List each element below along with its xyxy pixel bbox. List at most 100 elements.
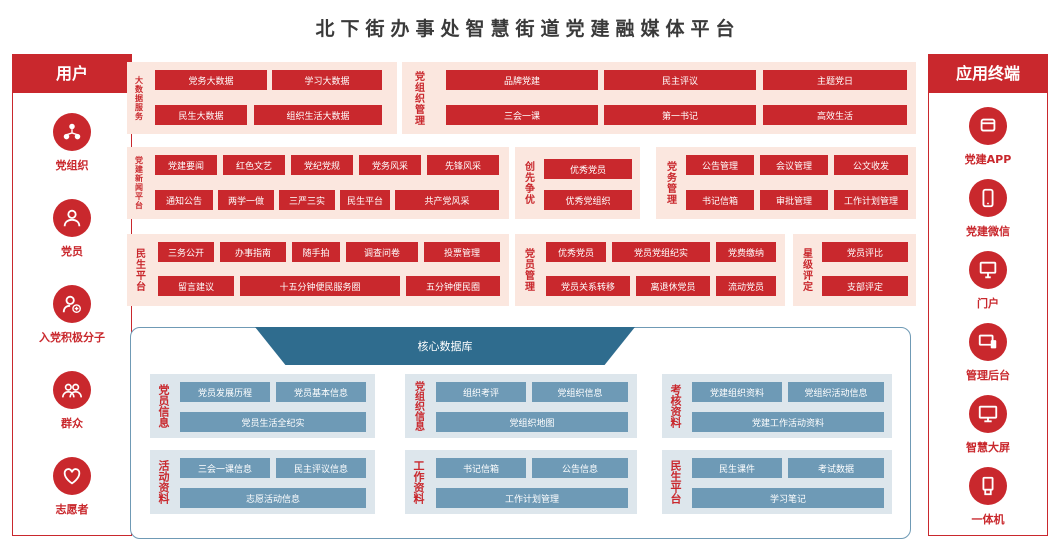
party-building-button[interactable]: 主题党日 [763,70,907,90]
affairs-button[interactable]: 公文收发 [834,155,908,175]
evaluation-button[interactable]: 支部评定 [822,276,908,296]
assessment-button[interactable]: 党建组织资料 [692,382,782,402]
livelihood-data-button[interactable]: 民生课件 [692,458,782,478]
terminal-item-screen[interactable]: 智慧大屏 [929,395,1047,455]
activity-button[interactable]: 志愿活动信息 [180,488,366,508]
affairs-button[interactable]: 书记信箱 [686,190,754,210]
assessment-button[interactable]: 党建工作活动资料 [692,412,884,432]
core-database-banner: 核心数据库 [255,327,635,365]
livelihood-button[interactable]: 随手拍 [292,242,340,262]
user-item-label: 入党积极分子 [39,331,105,344]
livelihood-data-button[interactable]: 学习笔记 [692,488,884,508]
livelihood-data-label: 民生平台 [669,460,682,504]
member-info-label: 党员信息 [157,384,170,428]
terminal-panel-header: 应用终端 [929,55,1047,93]
org-info-button[interactable]: 组织考评 [436,382,526,402]
livelihood-data-button[interactable]: 考试数据 [788,458,884,478]
assessment-label: 考核资料 [669,384,682,428]
user-item-masses[interactable]: 群众 [13,371,131,431]
livelihood-button[interactable]: 投票管理 [424,242,500,262]
screen-icon [978,405,998,423]
member-mgmt-button[interactable]: 离退休党员 [636,276,710,296]
member-info-button[interactable]: 党员基本信息 [276,382,366,402]
user-item-label: 党员 [61,245,83,258]
big-data-button[interactable]: 学习大数据 [272,70,382,90]
group-icon [62,383,82,398]
news-button[interactable]: 民生平台 [340,190,390,210]
news-button[interactable]: 三严三实 [279,190,335,210]
news-button[interactable]: 党务风采 [359,155,421,175]
user-item-label: 志愿者 [55,503,89,516]
member-mgmt-button[interactable]: 党员党组纪实 [612,242,710,262]
terminal-item-label: 管理后台 [966,369,1010,382]
party-building-button[interactable]: 第一书记 [604,105,756,125]
work-button[interactable]: 公告信息 [532,458,628,478]
evaluation-button[interactable]: 党员评比 [822,242,908,262]
news-button[interactable]: 共产党风采 [395,190,499,210]
big-data-button[interactable]: 组织生活大数据 [254,105,382,125]
news-button[interactable]: 先锋风采 [427,155,499,175]
terminal-item-label: 智慧大屏 [966,441,1010,454]
user-item-activist[interactable]: 入党积极分子 [13,285,131,345]
news-button[interactable]: 红色文艺 [223,155,285,175]
user-item-member[interactable]: 党员 [13,199,131,259]
activity-button[interactable]: 民主评议信息 [276,458,366,478]
party-building-label: 党组织管理 [412,70,424,126]
terminal-item-portal[interactable]: 门户 [929,251,1047,311]
news-button[interactable]: 党纪党规 [291,155,353,175]
affairs-button[interactable]: 会议管理 [760,155,828,175]
party-building-button[interactable]: 品牌党建 [446,70,598,90]
work-button[interactable]: 工作计划管理 [436,488,628,508]
livelihood-button[interactable]: 五分钟便民圈 [406,276,500,296]
news-button[interactable]: 通知公告 [155,190,213,210]
member-mgmt-button[interactable]: 党员关系转移 [546,276,630,296]
terminal-item-wechat[interactable]: 党建微信 [929,179,1047,239]
affairs-button[interactable]: 审批管理 [760,190,828,210]
affairs-button[interactable]: 公告管理 [686,155,754,175]
activity-label: 活动资料 [157,460,170,504]
org-info-button[interactable]: 党组织地图 [436,412,628,432]
evaluation-label: 星级评定 [800,248,812,292]
innovation-button[interactable]: 优秀党组织 [544,190,632,210]
terminal-item-app[interactable]: 党建APP [929,107,1047,167]
livelihood-label: 民生平台 [133,248,145,292]
terminal-item-label: 党建APP [964,153,1012,166]
terminal-item-kiosk[interactable]: 一体机 [929,467,1047,527]
member-info-button[interactable]: 党员发展历程 [180,382,270,402]
livelihood-button[interactable]: 三务公开 [158,242,214,262]
news-button[interactable]: 党建要闻 [155,155,217,175]
livelihood-button[interactable]: 留言建议 [158,276,234,296]
activity-button[interactable]: 三会一课信息 [180,458,270,478]
livelihood-button[interactable]: 调查问卷 [346,242,418,262]
affairs-button[interactable]: 工作计划管理 [834,190,908,210]
org-info-label: 党组织信息 [412,381,424,431]
party-building-button[interactable]: 高效生活 [763,105,907,125]
innovation-label: 创先争优 [522,161,534,205]
user-item-label: 群众 [61,417,83,430]
member-mgmt-button[interactable]: 党费缴纳 [716,242,776,262]
user-item-volunteer[interactable]: 志愿者 [13,457,131,517]
terminal-item-label: 党建微信 [966,225,1010,238]
terminal-item-admin[interactable]: 管理后台 [929,323,1047,383]
assessment-button[interactable]: 党组织活动信息 [788,382,884,402]
user-item-organization[interactable]: 党组织 [13,113,131,173]
member-mgmt-button[interactable]: 优秀党员 [546,242,606,262]
news-label: 党建新闻平台 [134,156,144,210]
big-data-button[interactable]: 民生大数据 [155,105,247,125]
user-panel: 用户 党组织 党员 入党积极分子 群众 志愿者 [12,54,132,536]
livelihood-button[interactable]: 十五分钟便民服务圈 [240,276,400,296]
big-data-button[interactable]: 党务大数据 [155,70,267,90]
member-mgmt-button[interactable]: 流动党员 [716,276,776,296]
innovation-button[interactable]: 优秀党员 [544,159,632,179]
party-building-button[interactable]: 民主评议 [604,70,756,90]
user-item-label: 党组织 [55,159,89,172]
party-building-button[interactable]: 三会一课 [446,105,598,125]
person-plus-icon [62,295,81,313]
org-info-button[interactable]: 党组织信息 [532,382,628,402]
app-icon [980,118,996,132]
work-button[interactable]: 书记信箱 [436,458,526,478]
member-info-button[interactable]: 党员生活全纪实 [180,412,366,432]
affairs-label: 党务管理 [664,161,676,205]
news-button[interactable]: 两学一做 [218,190,274,210]
livelihood-button[interactable]: 办事指南 [220,242,286,262]
